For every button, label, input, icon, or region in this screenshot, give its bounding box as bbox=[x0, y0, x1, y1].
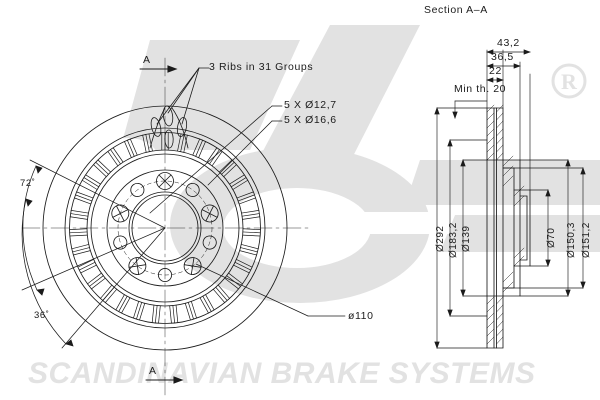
svg-text:R: R bbox=[561, 69, 578, 94]
section-title: Section A–A bbox=[424, 4, 488, 16]
bolt-holes-large bbox=[111, 172, 219, 275]
section-hatching bbox=[486, 104, 525, 345]
dim-43-2-label: 43,2 bbox=[497, 37, 520, 49]
min-thickness-leader bbox=[452, 100, 488, 119]
dim-36-5-label: 36,5 bbox=[491, 51, 514, 63]
angle-72-label: 72˚ bbox=[20, 178, 36, 189]
ribs-note-label: 3 Ribs in 31 Groups bbox=[209, 61, 314, 73]
angle-arcs bbox=[21, 159, 166, 349]
section-vertical-dims bbox=[434, 107, 586, 349]
section-mark-bottom-label: A bbox=[149, 365, 157, 377]
dim-d70-label: Ø70 bbox=[546, 227, 557, 248]
section-arrow-bottom bbox=[145, 376, 184, 384]
bolt-holes-small bbox=[113, 182, 217, 283]
dim-d150-3-label: Ø150,3 bbox=[566, 222, 577, 258]
angle-36-label: 36˚ bbox=[34, 310, 50, 321]
center-lines bbox=[21, 57, 311, 399]
dim-d183-2-label: Ø183,2 bbox=[448, 222, 459, 258]
hole-leader-lines bbox=[149, 105, 283, 214]
bolt-circle-note-label: ø110 bbox=[348, 310, 374, 322]
rib-leader-lines bbox=[156, 67, 210, 125]
large-holes-note-label: 5 X Ø16,6 bbox=[284, 114, 337, 126]
bolt-circle-leader bbox=[195, 263, 346, 317]
min-thickness-label: Min th. 20 bbox=[454, 83, 507, 95]
dim-d139-label: Ø139 bbox=[461, 225, 472, 252]
dim-22-label: 22 bbox=[489, 65, 502, 77]
dim-d151-2-label: Ø151,2 bbox=[581, 222, 592, 258]
vent-ribs bbox=[69, 132, 261, 324]
section-view bbox=[486, 107, 531, 349]
watermark-tagline: SCANDINAVIAN BRAKE SYSTEMS bbox=[28, 357, 536, 390]
small-holes-note-label: 5 X Ø12,7 bbox=[284, 99, 337, 111]
section-arrow-top bbox=[139, 65, 178, 73]
section-horizontal-dims bbox=[486, 49, 531, 191]
section-mark-top-label: A bbox=[143, 54, 151, 66]
dim-d292-label: Ø292 bbox=[435, 225, 446, 252]
